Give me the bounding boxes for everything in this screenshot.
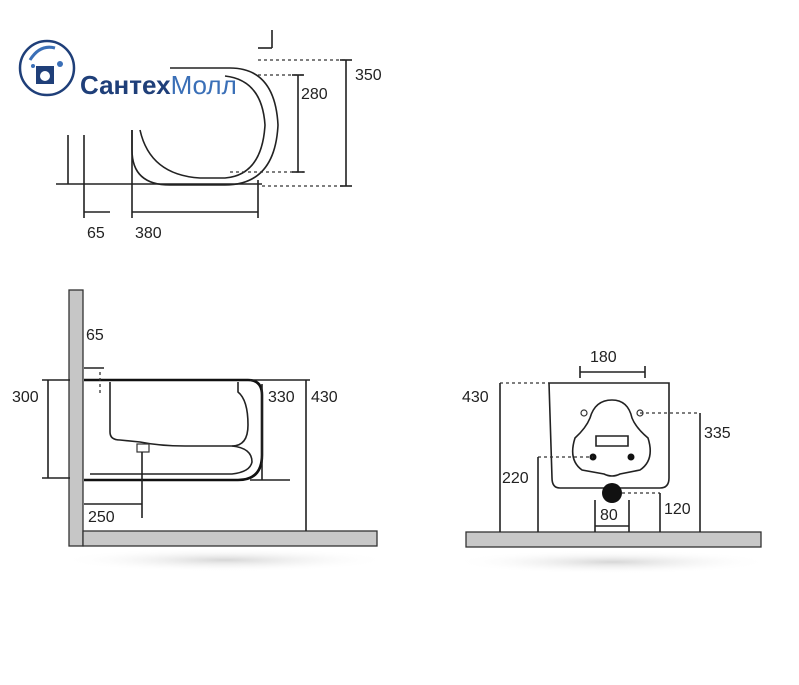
brand-name-light: Молл [170,70,237,100]
dim-120: 120 [664,501,691,518]
dim-350: 350 [355,67,382,84]
dim-430-side: 430 [311,389,338,406]
dim-280: 280 [301,86,328,103]
dim-430-front: 430 [462,389,489,406]
dim-180: 180 [590,349,617,366]
brand-logo-text: СантехМолл [80,70,237,101]
dim-250: 250 [88,509,115,526]
logo-globe-icon [18,39,76,97]
dim-335: 335 [704,425,731,442]
side-view: 65 300 330 430 250 [12,289,390,572]
brand-name-bold: Сантех [80,70,171,100]
floor-slab-front [465,531,762,548]
dim-220: 220 [502,470,529,487]
top-view: 280 350 65 380 [56,30,382,242]
drain-hole [602,483,622,503]
wall-panel [68,289,84,547]
dim-380: 380 [135,225,162,242]
dim-65-side: 65 [86,327,104,344]
dim-300: 300 [12,389,39,406]
dim-65-top: 65 [87,225,105,242]
dim-330: 330 [268,389,295,406]
dim-80: 80 [600,507,618,524]
floor-slab [82,530,378,547]
front-view: 180 430 335 220 80 120 [452,349,772,574]
